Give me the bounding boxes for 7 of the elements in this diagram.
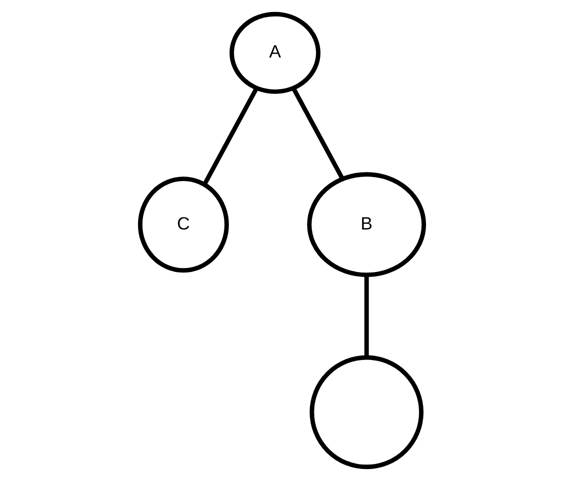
node-circle <box>309 354 423 469</box>
node-ellipse: A <box>229 11 320 94</box>
connector <box>364 274 368 357</box>
node-ellipse: B <box>306 172 426 277</box>
connector <box>202 86 258 185</box>
node-circle: C <box>137 176 228 272</box>
connector <box>291 86 344 180</box>
